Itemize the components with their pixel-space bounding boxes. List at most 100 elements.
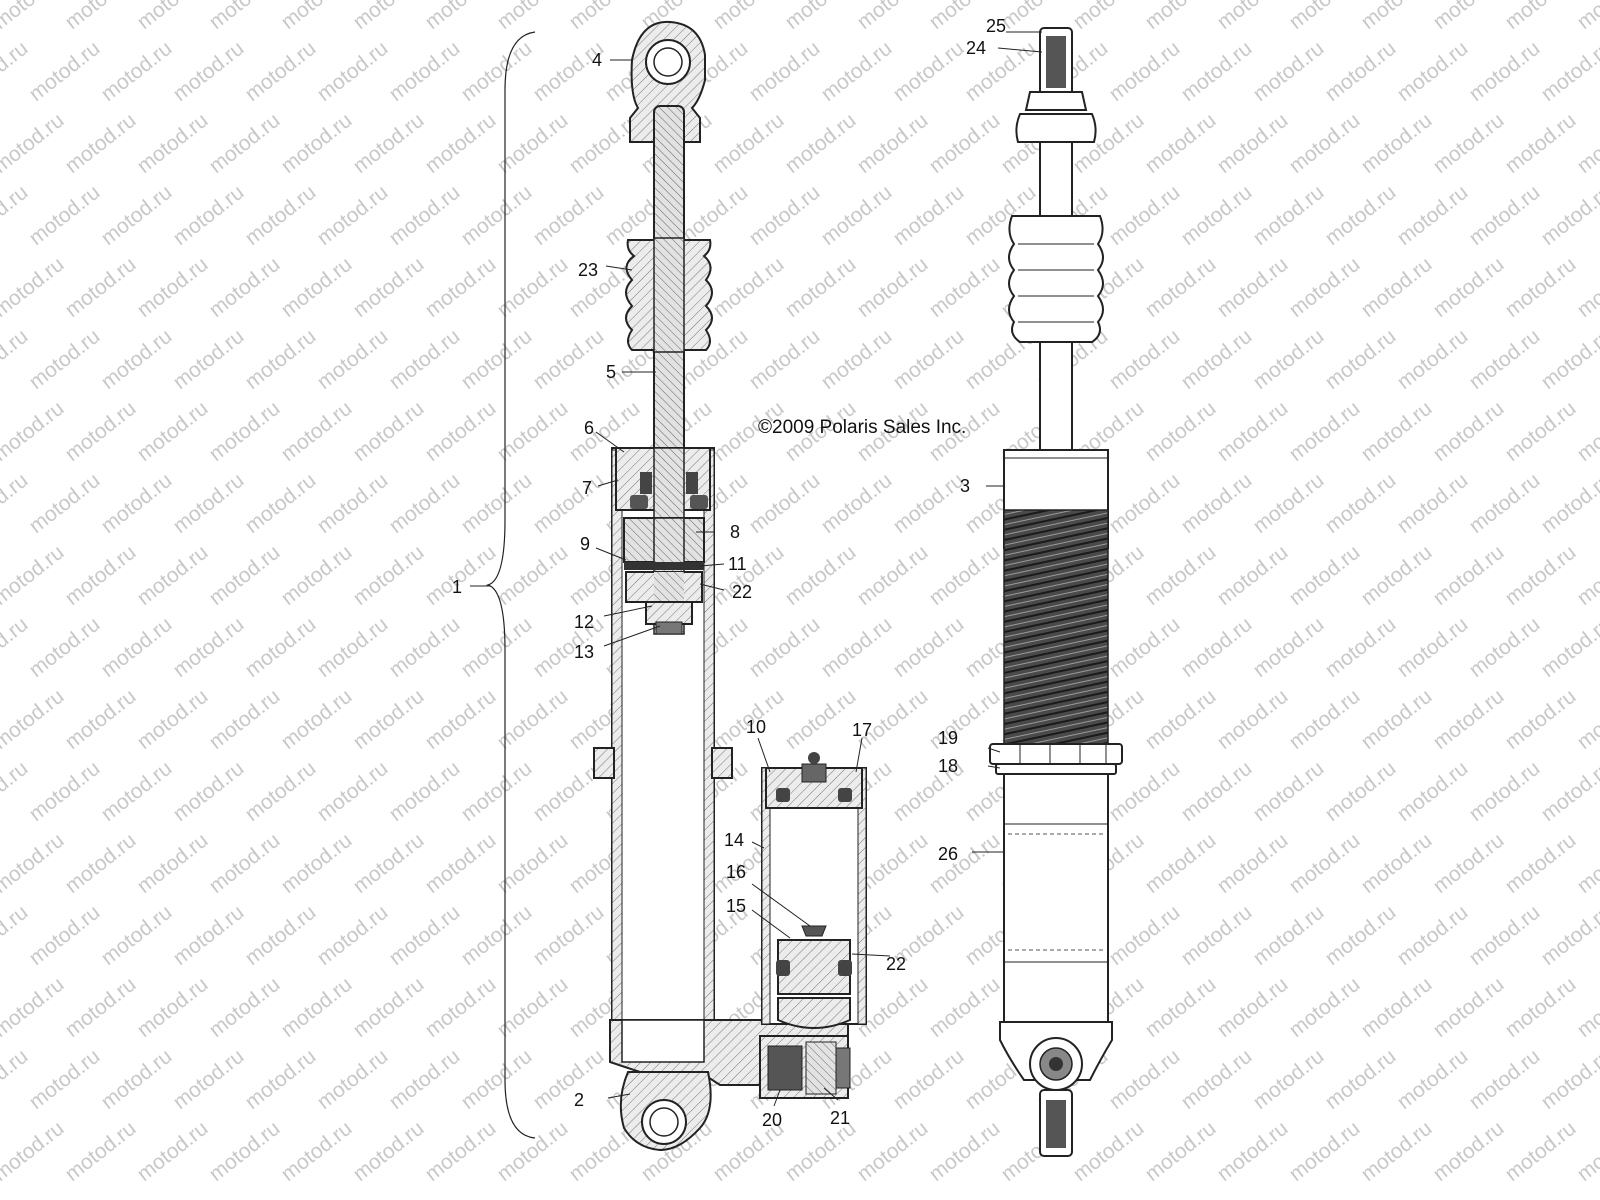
watermark-text: motod.ru — [1357, 685, 1436, 754]
callout-24: 24 — [966, 38, 986, 58]
watermark-text: motod.ru — [853, 109, 932, 178]
watermark-text: motod.ru — [1357, 109, 1436, 178]
watermark-text: motod.ru — [1501, 109, 1580, 178]
watermark-text: motod.ru — [61, 541, 140, 610]
watermark-text: motod.ru — [1141, 397, 1220, 466]
watermark-text: motod.ru — [313, 325, 392, 394]
watermark-text: motod.ru — [1537, 37, 1600, 106]
watermark-text: motod.ru — [745, 325, 824, 394]
watermark-text: motod.ru — [0, 397, 68, 466]
watermark-text: motod.ru — [1465, 37, 1544, 106]
watermark-text: motod.ru — [1177, 901, 1256, 970]
watermark-text: motod.ru — [853, 0, 932, 34]
watermark-text: motod.ru — [817, 469, 896, 538]
watermark-text: motod.ru — [1285, 973, 1364, 1042]
watermark-text: motod.ru — [565, 0, 644, 34]
watermark-text: motod.ru — [1573, 1117, 1600, 1186]
watermark-text: motod.ru — [1321, 613, 1400, 682]
callout-21: 21 — [830, 1108, 850, 1128]
watermark-text: motod.ru — [241, 469, 320, 538]
watermark-text: motod.ru — [277, 253, 356, 322]
watermark-text: motod.ru — [1321, 37, 1400, 106]
coil-spring — [1003, 509, 1109, 745]
watermark-text: motod.ru — [0, 253, 68, 322]
watermark-text: motod.ru — [313, 757, 392, 826]
watermark-text: motod.ru — [421, 1117, 500, 1186]
watermark-text: motod.ru — [745, 37, 824, 106]
watermark-text: motod.ru — [1141, 0, 1220, 34]
watermark-text: motod.ru — [241, 1045, 320, 1114]
watermark-text: motod.ru — [0, 685, 68, 754]
watermark-text: motod.ru — [133, 685, 212, 754]
callout-25: 25 — [986, 16, 1006, 36]
watermark-text: motod.ru — [925, 253, 1004, 322]
watermark-text: motod.ru — [313, 1045, 392, 1114]
watermark-text: motod.ru — [1429, 685, 1508, 754]
watermark-text: motod.ru — [0, 757, 32, 826]
watermark-text: motod.ru — [133, 973, 212, 1042]
watermark-text: motod.ru — [529, 325, 608, 394]
watermark-text: motod.ru — [457, 1045, 536, 1114]
watermark-text: motod.ru — [1177, 325, 1256, 394]
compression-adjuster — [759, 1035, 851, 1099]
watermark-text: motod.ru — [1501, 973, 1580, 1042]
watermark-text: motod.ru — [1105, 325, 1184, 394]
watermark-text: motod.ru — [1105, 37, 1184, 106]
watermark-text: motod.ru — [1429, 253, 1508, 322]
watermark-text: motod.ru — [61, 253, 140, 322]
watermark-text: motod.ru — [0, 0, 68, 34]
watermark-text: motod.ru — [133, 541, 212, 610]
watermark-text: motod.ru — [889, 37, 968, 106]
watermark-text: motod.ru — [1285, 1117, 1364, 1186]
watermark-text: motod.ru — [97, 901, 176, 970]
exterior-view — [989, 27, 1123, 1157]
watermark-text: motod.ru — [1177, 37, 1256, 106]
watermark-text: motod.ru — [817, 613, 896, 682]
watermark-text: motod.ru — [781, 109, 860, 178]
watermark-text: motod.ru — [1429, 397, 1508, 466]
watermark-text: motod.ru — [781, 541, 860, 610]
watermark-text: motod.ru — [1105, 613, 1184, 682]
watermark-text: motod.ru — [1573, 397, 1600, 466]
callout-22-piston: 22 — [732, 582, 752, 602]
watermark-text: motod.ru — [1213, 1117, 1292, 1186]
watermark-text: motod.ru — [1501, 1117, 1580, 1186]
watermark-text: motod.ru — [1141, 1117, 1220, 1186]
watermark-text: motod.ru — [529, 613, 608, 682]
watermark-text: motod.ru — [529, 901, 608, 970]
watermark-text: motod.ru — [169, 613, 248, 682]
watermark-text: motod.ru — [61, 1117, 140, 1186]
watermark-text: motod.ru — [709, 109, 788, 178]
watermark-text: motod.ru — [169, 325, 248, 394]
watermark-text: motod.ru — [133, 829, 212, 898]
watermark-text: motod.ru — [349, 253, 428, 322]
watermark-text: motod.ru — [1429, 0, 1508, 34]
watermark-text: motod.ru — [1429, 541, 1508, 610]
sectional-view — [485, 20, 867, 1152]
watermark-text: motod.ru — [349, 1117, 428, 1186]
watermark-text: motod.ru — [385, 181, 464, 250]
watermark-text: motod.ru — [457, 901, 536, 970]
watermark-text: motod.ru — [313, 37, 392, 106]
watermark-text: motod.ru — [205, 1117, 284, 1186]
watermark-text: motod.ru — [349, 685, 428, 754]
callout-7: 7 — [582, 478, 592, 498]
watermark-text: motod.ru — [1501, 829, 1580, 898]
watermark-text: motod.ru — [457, 469, 536, 538]
watermark-text: motod.ru — [1177, 181, 1256, 250]
callout-14: 14 — [724, 830, 744, 850]
watermark-text: motod.ru — [421, 253, 500, 322]
lower-body-exterior — [1003, 773, 1109, 1023]
watermark-text: motod.ru — [97, 181, 176, 250]
watermark-text: motod.ru — [421, 685, 500, 754]
watermark-text: motod.ru — [349, 829, 428, 898]
watermark-text: motod.ru — [97, 1045, 176, 1114]
watermark-text: motod.ru — [1429, 973, 1508, 1042]
watermark-text: motod.ru — [0, 973, 68, 1042]
watermark-text: motod.ru — [1213, 253, 1292, 322]
watermark-text: motod.ru — [1357, 0, 1436, 34]
watermark-text: motod.ru — [1321, 901, 1400, 970]
watermark-text: motod.ru — [1177, 613, 1256, 682]
top-eyelet — [629, 20, 706, 143]
watermark-text: motod.ru — [1429, 109, 1508, 178]
